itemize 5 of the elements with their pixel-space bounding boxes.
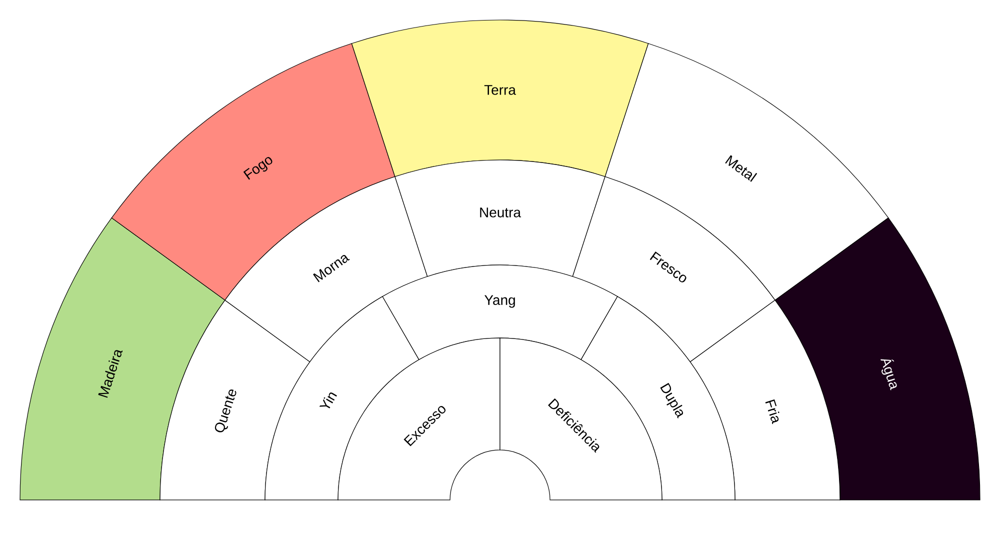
- ring-segment: Quente: [160, 300, 310, 500]
- ring-segment: Neutra: [394, 160, 606, 277]
- ring-segment: Terra: [351, 20, 649, 177]
- ring-segment: Fria: [690, 300, 840, 500]
- ring-segment: Yang: [382, 264, 618, 360]
